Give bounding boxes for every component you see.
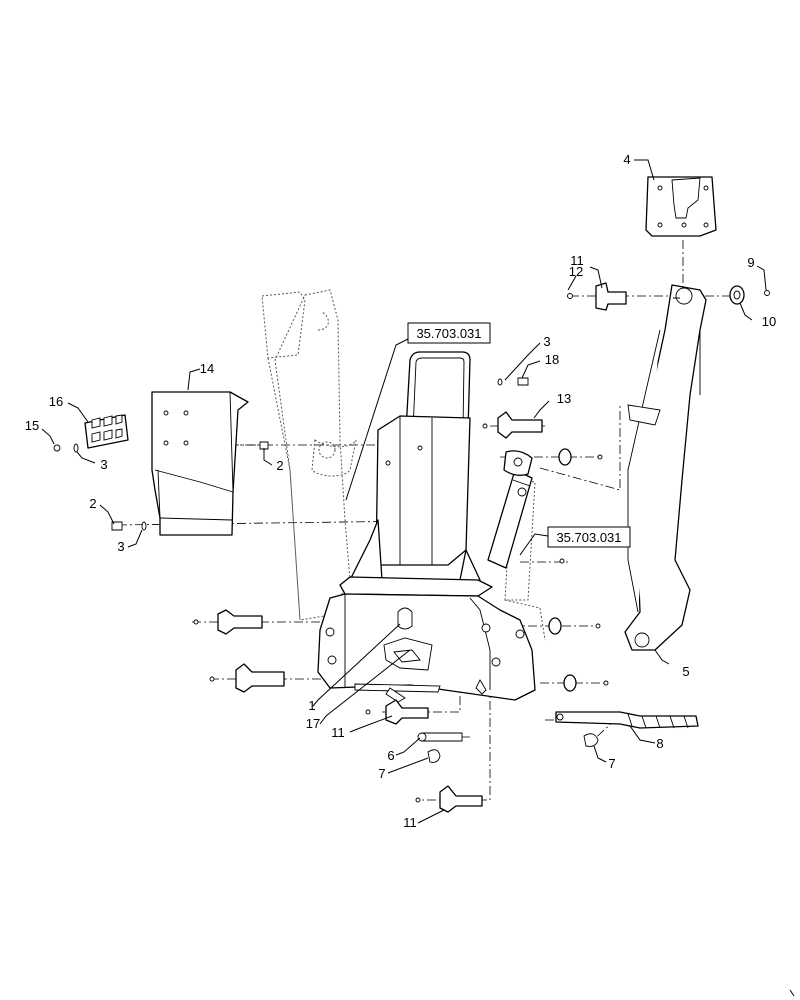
part-16-hinge-bracket <box>84 414 129 449</box>
leader-lines <box>41 159 767 824</box>
callout-5: 5 <box>682 664 689 679</box>
callout-1: 1 <box>308 698 315 713</box>
reference-label-lower: 35.703.031 <box>556 530 621 545</box>
callout-10: 10 <box>762 314 776 329</box>
reference-box-lower <box>547 526 631 548</box>
hydraulic-cylinder <box>487 450 533 569</box>
callout-11-mid: 11 <box>331 725 345 740</box>
callout-11-top: 11 <box>570 253 584 268</box>
part-5-arm <box>624 284 707 651</box>
part-1-main-frame <box>317 351 536 703</box>
callout-3-bottom: 3 <box>117 539 124 554</box>
callout-2-left: 2 <box>89 496 96 511</box>
reference-box-upper <box>407 322 491 344</box>
callout-8: 8 <box>656 736 663 751</box>
reference-lower: 35.703.031 <box>547 526 631 548</box>
callouts: 4 5 12 11 9 10 3 18 13 14 16 15 3 2 2 3 … <box>25 152 776 830</box>
callout-11-bottom: 11 <box>403 815 417 830</box>
callout-6: 6 <box>387 748 394 763</box>
callout-4: 4 <box>623 152 630 167</box>
callout-2-right: 2 <box>276 458 283 473</box>
callout-18: 18 <box>545 352 559 367</box>
reference-upper: 35.703.031 <box>407 322 491 344</box>
callout-15: 15 <box>25 418 39 433</box>
fasteners <box>53 282 770 813</box>
part-14-shield <box>151 391 249 536</box>
callout-7-left: 7 <box>378 766 385 781</box>
callout-7-right: 7 <box>608 756 615 771</box>
callout-13: 13 <box>557 391 571 406</box>
part-4-bracket-plate <box>645 176 717 237</box>
reference-label-upper: 35.703.031 <box>416 326 481 341</box>
callout-14: 14 <box>200 361 214 376</box>
corner-mark <box>789 989 795 997</box>
callout-17: 17 <box>306 716 320 731</box>
callout-3-left: 3 <box>100 457 107 472</box>
callout-12: 12 <box>569 264 583 279</box>
callout-9: 9 <box>747 255 754 270</box>
callout-16: 16 <box>49 394 63 409</box>
callout-3-top: 3 <box>543 334 550 349</box>
